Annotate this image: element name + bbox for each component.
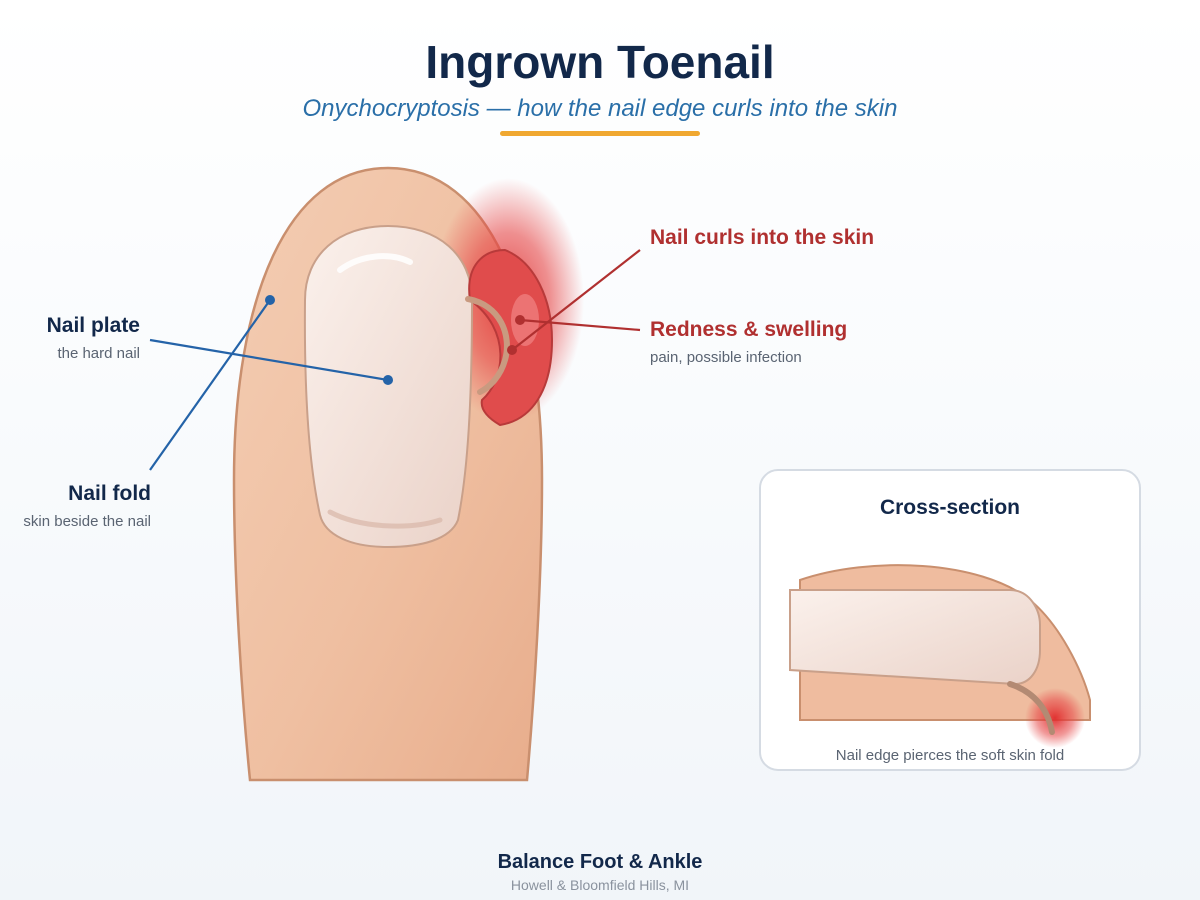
marker-nail-curls — [507, 345, 517, 355]
leader-nail-curls — [511, 249, 641, 351]
footer-location: Howell & Bloomfield Hills, MI — [511, 877, 689, 893]
marker-nail-fold — [265, 295, 275, 305]
sublabel-nail-fold: skin beside the nail — [23, 513, 151, 530]
cross-section-caption: Nail edge pierces the soft skin fold — [836, 747, 1064, 764]
cross-section-title: Cross-section — [880, 496, 1020, 519]
ingrowing-nail-edge — [465, 296, 510, 395]
nail-base-crease — [327, 509, 443, 529]
cross-section-nail-edge — [1007, 681, 1055, 735]
label-redness: Redness & swelling — [650, 318, 847, 341]
page-title: Ingrown Toenail — [425, 36, 774, 88]
label-nail-plate: Nail plate — [47, 314, 140, 337]
leader-nail-fold — [149, 299, 271, 471]
leader-redness — [519, 318, 641, 332]
title-underline — [500, 131, 700, 136]
cross-section-panel: Cross-section Nail edge pierces the soft… — [759, 469, 1141, 771]
label-nail-curls: Nail curls into the skin — [650, 226, 874, 249]
marker-redness — [515, 315, 525, 325]
sublabel-nail-plate: the hard nail — [57, 345, 140, 362]
toe-illustration — [232, 166, 584, 782]
cross-section-nail — [789, 589, 1041, 686]
page-subtitle: Onychocryptosis — how the nail edge curl… — [303, 95, 898, 122]
leader-nail-plate — [149, 338, 389, 382]
footer-brand: Balance Foot & Ankle — [498, 851, 703, 873]
label-nail-fold: Nail fold — [68, 482, 151, 505]
sublabel-redness: pain, possible infection — [650, 349, 802, 366]
nail-shine — [337, 253, 413, 273]
marker-nail-plate — [383, 375, 393, 385]
nail-plate-shape — [303, 224, 474, 549]
